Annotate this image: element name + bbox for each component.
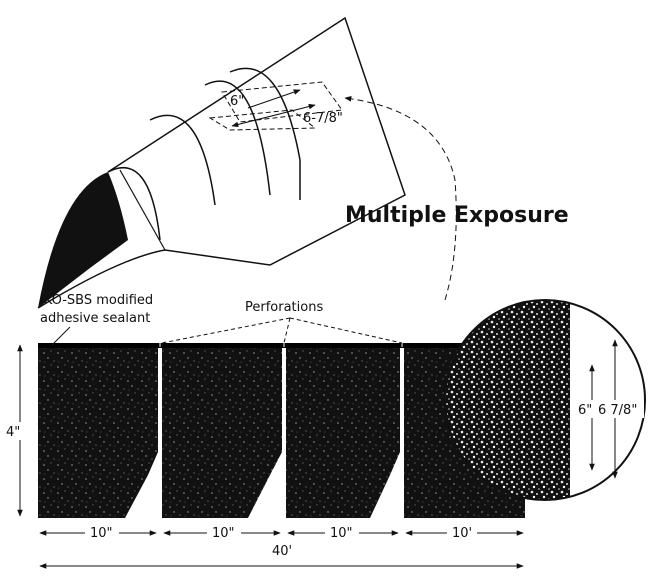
total-width-label: 40' [272, 544, 292, 559]
ridge-cap-illustration: 6" 6-7/8" [37, 16, 406, 309]
ridge-dim-outer-label: 6-7/8" [303, 111, 343, 126]
exposure-box-bottom [208, 109, 317, 131]
strip-section-2 [162, 343, 282, 518]
cap-arc-3 [229, 67, 301, 200]
multiple-exposure-heading: Multiple Exposure [345, 203, 569, 228]
ridge-dim-outer-arrow [231, 103, 316, 128]
ridge-outline [37, 16, 406, 309]
detail-dim-outer-label: 6 7/8" [598, 403, 637, 418]
detail-circle-outline [444, 299, 646, 501]
height-dim-label: 4" [6, 425, 20, 440]
perforation-leader-3 [289, 317, 403, 344]
detail-leader-arrow [344, 96, 457, 301]
perforations-label: Perforations [245, 300, 323, 315]
sealant-label-line2: adhesive sealant [40, 311, 150, 326]
sealant-leader [51, 326, 71, 346]
ridge-dim-inner-label: 6" [230, 94, 244, 109]
strip-section-1 [38, 343, 158, 518]
width-dim-label-1: 10" [90, 526, 113, 541]
width-dim-label-3: 10" [330, 526, 353, 541]
sealant-label-line1: IKO-SBS modified [40, 293, 153, 308]
ridge-end-profile [38, 172, 128, 308]
strip-section-3 [286, 343, 400, 518]
perforation-leader-1 [161, 317, 291, 344]
cap-arc-1 [149, 114, 216, 206]
perforation-leader-2 [283, 317, 291, 344]
detail-dim-inner-label: 6" [578, 403, 592, 418]
width-dim-label-2: 10" [212, 526, 235, 541]
cap-arc-2 [204, 80, 271, 196]
section-width-dims: 10" 10" 10" 10' [39, 524, 524, 541]
width-dim-label-4: 10' [452, 526, 472, 541]
ridge-dim-inner-arrow [247, 89, 301, 109]
